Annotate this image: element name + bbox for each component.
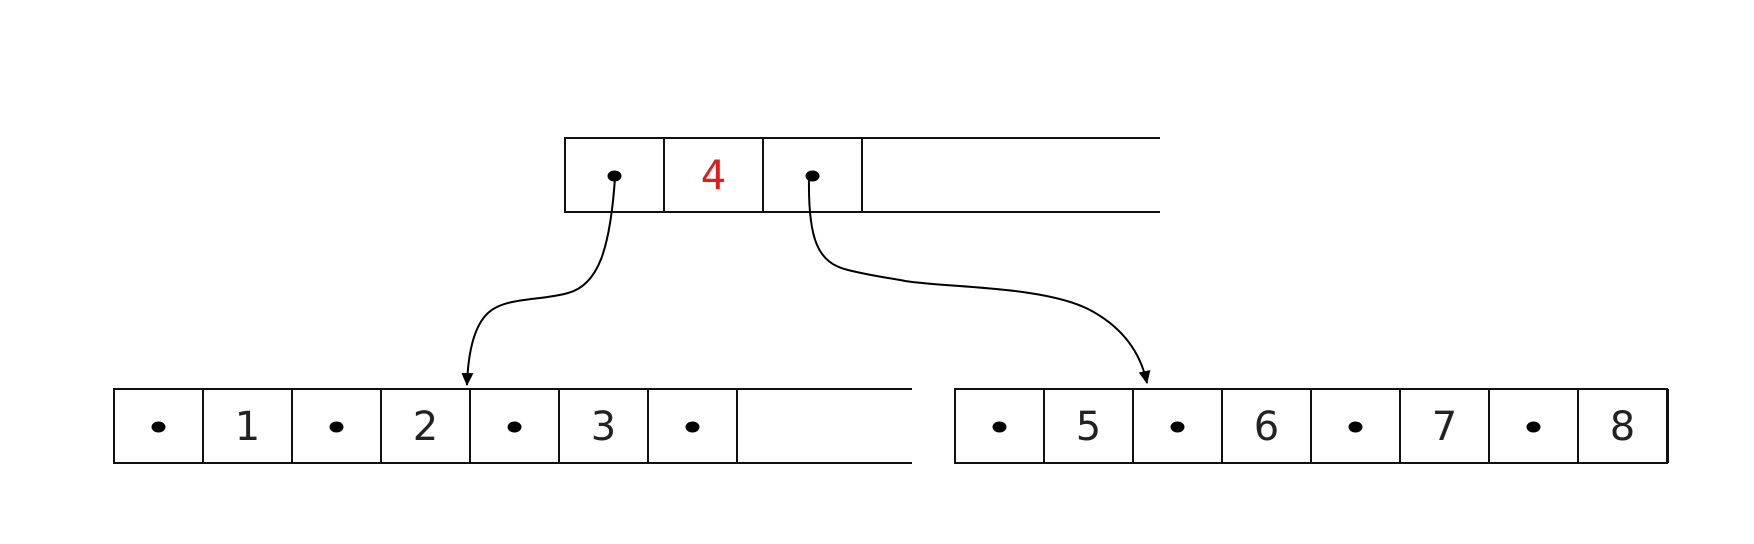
key-label: 7 [1432, 404, 1457, 450]
key-label: 6 [1254, 404, 1279, 450]
pointer-dot [685, 421, 700, 433]
pointer-dot [805, 170, 820, 182]
key-label: 3 [591, 404, 616, 450]
link-arrow-to-right-child [807, 177, 1151, 384]
nodes-layer: 4 1 2 3 5 6 7 8 [113, 137, 1669, 464]
pointer-cell [762, 137, 863, 213]
key-label: 1 [235, 404, 260, 450]
link-arrow-to-left-child [461, 177, 616, 386]
pointer-dot [607, 170, 622, 182]
pointer-dot [1526, 421, 1541, 433]
right-child: 5 6 7 8 [954, 388, 1669, 464]
key-label: 5 [1076, 404, 1101, 450]
pointer-dot [1170, 421, 1185, 433]
root-node: 4 [564, 137, 1160, 213]
key-label: 2 [413, 404, 438, 450]
key-label-highlighted: 4 [701, 153, 726, 199]
pointer-dot [1348, 421, 1363, 433]
pointer-dot [992, 421, 1007, 433]
pointer-dot [329, 421, 344, 433]
pointer-dot [507, 421, 522, 433]
left-child: 1 2 3 [113, 388, 912, 464]
links-layer [461, 177, 1151, 386]
key-label: 8 [1610, 404, 1635, 450]
pointer-dot [151, 421, 166, 433]
pointer-cell [647, 388, 738, 464]
